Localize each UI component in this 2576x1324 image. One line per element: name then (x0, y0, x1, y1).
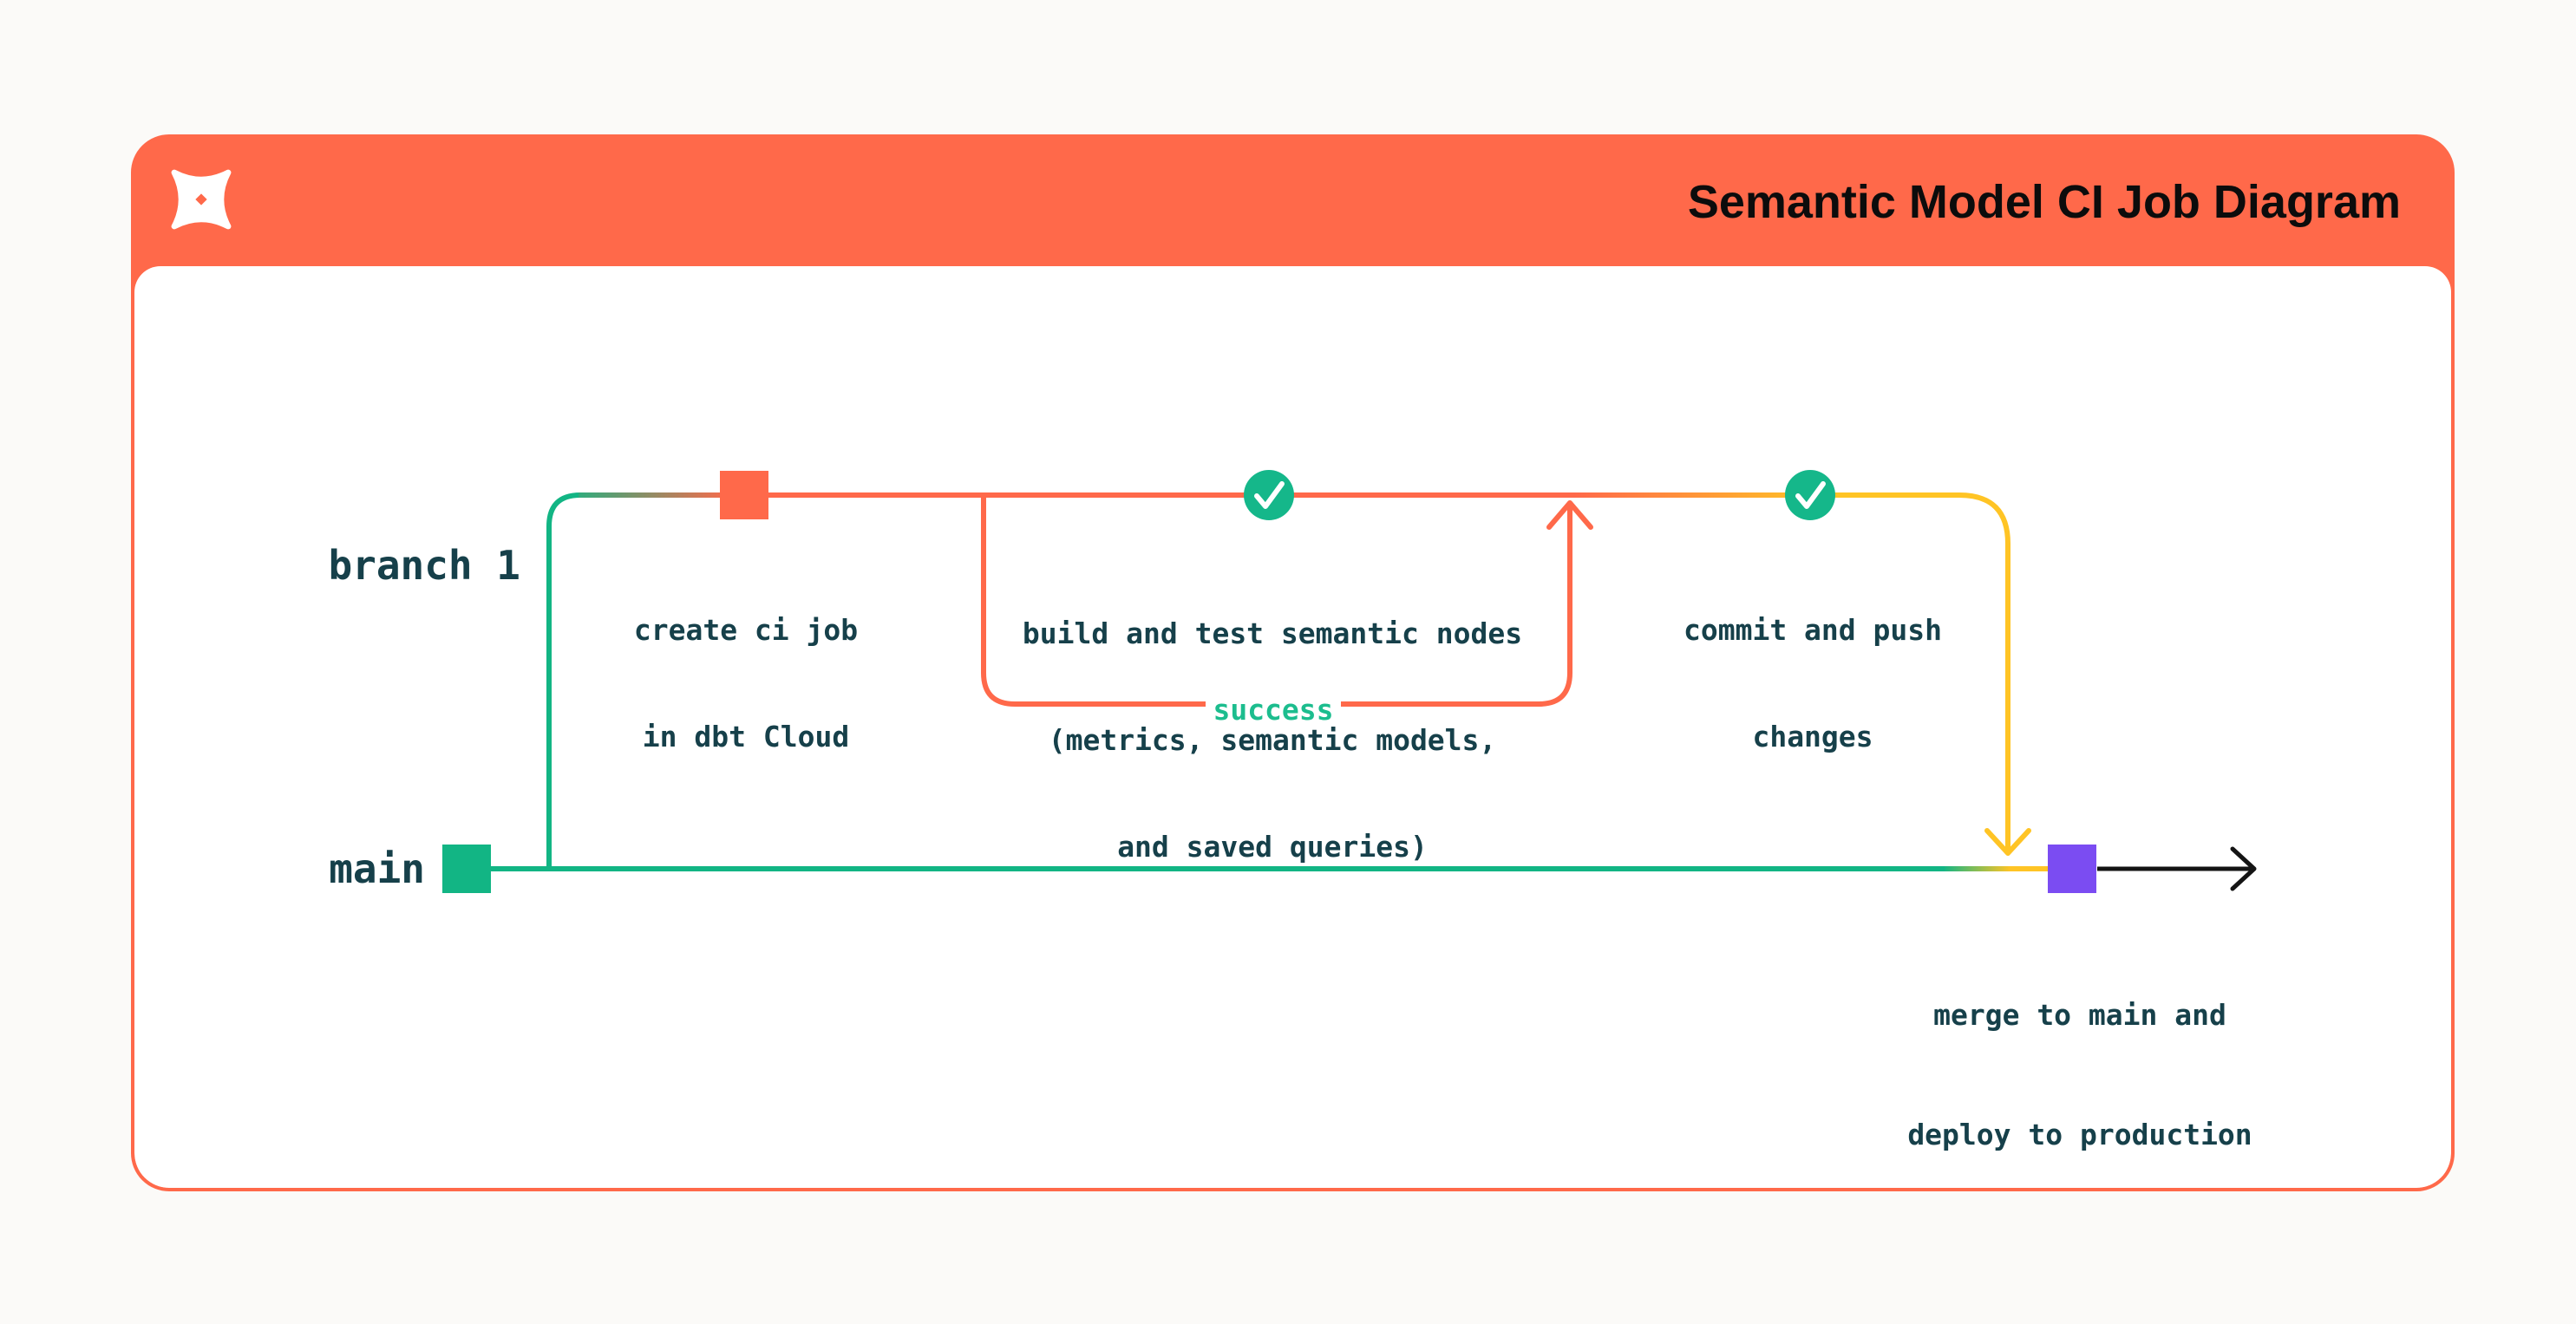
merge-deploy-label: merge to main and deploy to production (1863, 916, 2297, 1235)
page-title: Semantic Model CI Job Diagram (1687, 176, 2401, 228)
merge-deploy-line2: deploy to production (1907, 1118, 2252, 1151)
commit-push-line1: commit and push (1683, 613, 1942, 647)
build-test-line2: (metrics, semantic models, (1048, 723, 1497, 757)
commit-push-label: commit and push changes (1622, 541, 2004, 825)
create-ci-job-line2: in dbt Cloud (642, 720, 850, 753)
main-lane-label: main (329, 845, 425, 892)
create-ci-job-line1: create ci job (633, 613, 859, 647)
merge-deploy-line1: merge to main and (1933, 998, 2226, 1032)
branch-lane-label: branch 1 (328, 542, 520, 589)
build-test-line1: build and test semantic nodes (1022, 616, 1523, 650)
dbt-logo-glyph (171, 169, 232, 230)
create-ci-job-label: create ci job in dbt Cloud (555, 541, 937, 825)
commit-push-line2: changes (1752, 720, 1873, 753)
build-test-label: build and test semantic nodes (metrics, … (969, 545, 1576, 936)
diagram-body (134, 266, 2451, 1188)
diagram-card: Semantic Model CI Job Diagram (131, 134, 2455, 1191)
build-test-line3: and saved queries) (1117, 830, 1428, 864)
dbt-logo-icon (169, 167, 233, 232)
success-loop-label: success (1213, 693, 1334, 727)
header: Semantic Model CI Job Diagram (134, 138, 2451, 266)
